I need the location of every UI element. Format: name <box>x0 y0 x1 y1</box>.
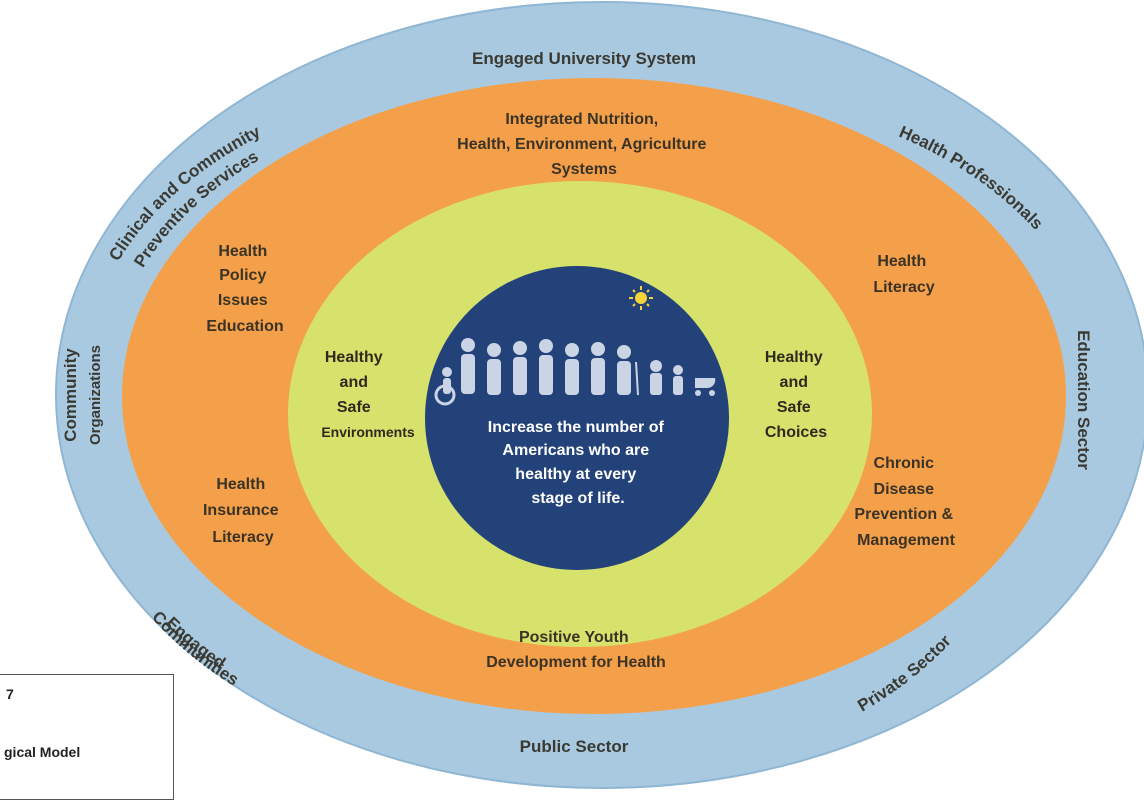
orange-label-bottom: Positive Youth Development for Health <box>486 629 666 671</box>
sun-icon <box>629 286 653 310</box>
green-label-right: Healthy and Safe Choices <box>765 349 827 441</box>
outer-label-bottom: Public Sector <box>520 737 629 756</box>
orange-label-lower-left: Health Insurance Literacy <box>203 476 283 546</box>
orange-label-top: Integrated Nutrition, Health, Environmen… <box>457 111 711 178</box>
orange-label-lower-right: Chronic Disease Prevention & Management <box>854 455 957 549</box>
center-circle <box>425 266 729 570</box>
legend-line-1: 7 <box>6 686 14 702</box>
center-goal-text: Increase the number of Americans who are… <box>488 419 669 507</box>
orange-label-upper-left: Health Policy Issues Education <box>206 243 283 335</box>
green-label-left: Healthy and Safe Environments <box>321 349 415 440</box>
outer-label-right: Education Sector <box>1074 330 1093 470</box>
outer-label-top: Engaged University System <box>472 49 696 68</box>
orange-label-upper-right: Health Literacy <box>873 253 934 296</box>
legend-line-2: gical Model <box>4 744 81 760</box>
legend-box <box>0 674 174 800</box>
people-silhouettes-icon <box>434 338 716 406</box>
outer-label-left-2: Organizations <box>87 345 104 445</box>
outer-label-left-1: Community <box>61 348 80 442</box>
